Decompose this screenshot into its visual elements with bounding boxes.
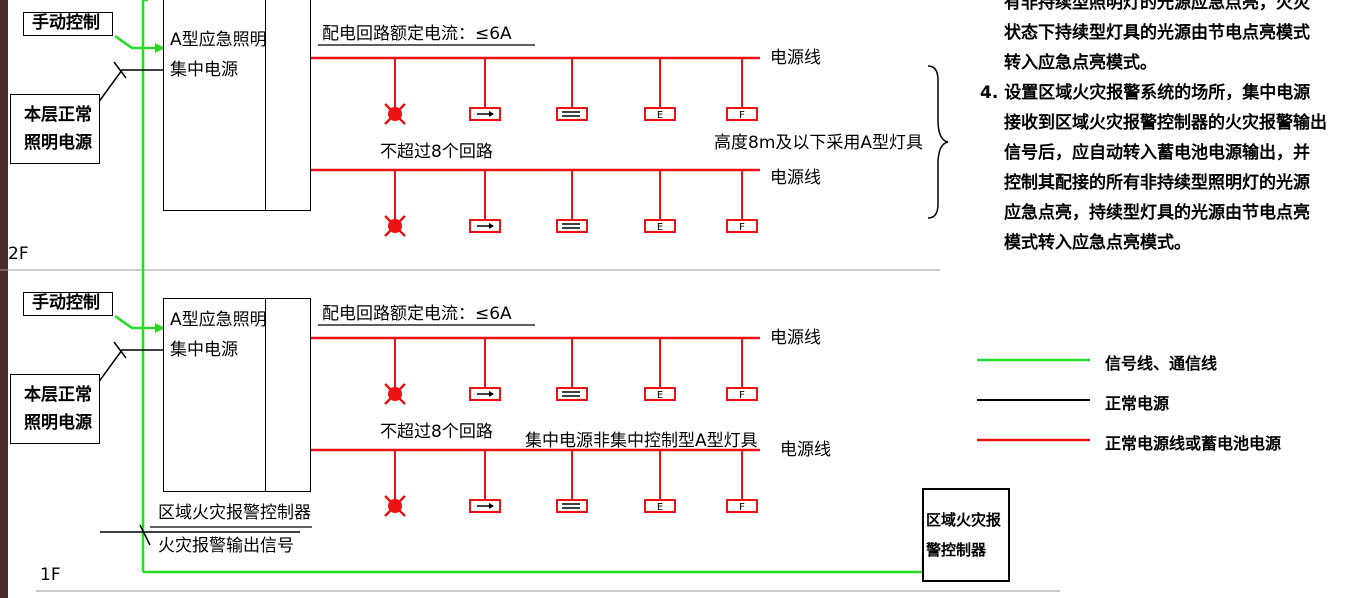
fire-controller-box-label2: 警控制器 <box>926 541 987 559</box>
exit-e-label-top-2f: E <box>657 110 663 121</box>
power-line-label-bottom-1f: 电源线 <box>780 440 831 460</box>
exit-f-label-bottom-2f: F <box>739 222 745 233</box>
exit-sign-double-icon-bottom-1f <box>556 499 588 513</box>
note-4-line1: 4. 设置区域火灾报警系统的场所，集中电源 <box>980 83 1311 103</box>
power-line-label-top-2f: 电源线 <box>770 48 821 68</box>
exit-f-label-top-2f: F <box>739 110 745 121</box>
exit-sign-f-icon-bottom-1f <box>726 499 758 513</box>
exit-e-label-bottom-2f: E <box>657 222 663 233</box>
fire-output-label-1f: 火灾报警输出信号 <box>158 536 294 556</box>
fixture-note-2f: 高度8m及以下采用A型灯具 <box>714 133 924 153</box>
left-edge-bar <box>0 0 8 598</box>
normal-power-label2-2f: 照明电源 <box>24 133 92 153</box>
normal-power-box-2f <box>10 94 100 164</box>
emergency-lamp-x2 <box>384 495 406 517</box>
rated-current-1f: 配电回路额定电流：≤6A <box>322 304 512 324</box>
arrow-head <box>489 111 494 117</box>
manual-control-box-1f <box>23 292 113 316</box>
note-4-line2: 接收到区域火灾报警控制器的火灾报警输出 <box>1004 113 1327 133</box>
exit-f-label-bottom-1f: F <box>739 502 745 513</box>
legend-label-normal: 正常电源 <box>1105 394 1170 413</box>
note-3-line3: 转入应急点亮模式。 <box>1004 53 1157 73</box>
manual-signal-2f <box>114 34 165 50</box>
manual-control-box-2f <box>23 12 113 36</box>
power-unit-panel-2f <box>265 0 311 211</box>
brace-2f <box>927 65 949 219</box>
arrow-head <box>489 391 494 397</box>
normal-power-label1-2f: 本层正常 <box>24 105 92 125</box>
legend-swatches <box>977 358 1090 442</box>
exit-sign-double-icon-top-2f <box>556 107 588 121</box>
legend-label-signal: 信号线、通信线 <box>1105 354 1218 373</box>
fire-controller-box-label1: 区域火灾报 <box>926 511 1002 529</box>
power-line-label-top-1f: 电源线 <box>770 328 821 348</box>
notes-block: 有非持续型照明灯的光源应急点亮，火灾 状态下持续型灯具的光源由节电点亮模式 转入… <box>980 0 1340 258</box>
note-4-line3: 信号后，应自动转入蓄电池电源输出，并 <box>1004 143 1310 163</box>
normal-power-box-1f <box>10 374 100 444</box>
unit-label1-2f: A型应急照明 <box>170 30 267 50</box>
exit-sign-e-icon-top-1f <box>644 387 676 401</box>
normal-power-label1-1f: 本层正常 <box>24 385 92 405</box>
rated-current-2f: 配电回路额定电流：≤6A <box>322 24 512 44</box>
note-4-line6: 模式转入应急点亮模式。 <box>1004 233 1191 253</box>
arrow-head <box>489 223 494 229</box>
exit-sign-double-icon-bottom-2f <box>556 219 588 233</box>
note-3-line1: 有非持续型照明灯的光源应急点亮，火灾 <box>1004 0 1310 13</box>
normal-power-label2-1f: 照明电源 <box>24 413 92 433</box>
exit-sign-e-icon-top-2f <box>644 107 676 121</box>
note-4-line5: 应急点亮，持续型灯具的光源由节电点亮 <box>1004 203 1310 223</box>
arrow-1f <box>155 323 165 333</box>
normal-power-wiring <box>97 61 300 546</box>
legend-label-power: 正常电源线或蓄电池电源 <box>1105 434 1282 453</box>
emergency-lamp-x2 <box>384 383 406 405</box>
fire-alarm-controller-box <box>922 488 1010 582</box>
exit-sign-e-icon-bottom-1f <box>644 499 676 513</box>
manual-signal-1f <box>114 314 165 330</box>
fire-controller-label-1f: 区域火灾报警控制器 <box>158 503 311 523</box>
exit-e-label-top-1f: E <box>657 390 663 401</box>
unit-label1-1f: A型应急照明 <box>170 310 267 330</box>
floor-label-1f: 1F <box>40 565 61 585</box>
exit-sign-double-icon-top-1f <box>556 387 588 401</box>
arrow-head <box>489 503 494 509</box>
unit-label2-1f: 集中电源 <box>170 340 238 360</box>
fixture-note-1f: 集中电源非集中控制型A型灯具 <box>525 431 758 451</box>
note-3-line2: 状态下持续型灯具的光源由节电点亮模式 <box>1004 23 1310 43</box>
unit-label2-2f: 集中电源 <box>170 60 238 80</box>
manual-control-label-2f: 手动控制 <box>32 13 100 33</box>
power-line-label-bottom-2f: 电源线 <box>770 168 821 188</box>
exit-e-label-bottom-1f: E <box>657 502 663 513</box>
power-unit-panel-1f <box>265 298 311 492</box>
arrow-2f <box>155 43 165 53</box>
exit-sign-f-icon-bottom-2f <box>726 219 758 233</box>
floor-label-2f: 2F <box>8 244 29 264</box>
note-4-line4: 控制其配接的所有非持续型照明灯的光源 <box>1004 173 1310 193</box>
exit-sign-e-icon-bottom-2f <box>644 219 676 233</box>
manual-control-label-1f: 手动控制 <box>32 293 100 313</box>
power-unit-1f <box>163 298 267 492</box>
exit-sign-f-icon-top-2f <box>726 107 758 121</box>
exit-sign-f-icon-top-1f <box>726 387 758 401</box>
exit-f-label-top-1f: F <box>739 390 745 401</box>
circuit-limit-1f: 不超过8个回路 <box>380 422 493 442</box>
circuit-limit-2f: 不超过8个回路 <box>380 142 493 162</box>
emergency-lamp-x2 <box>384 103 406 125</box>
emergency-lamp-x2 <box>384 215 406 237</box>
